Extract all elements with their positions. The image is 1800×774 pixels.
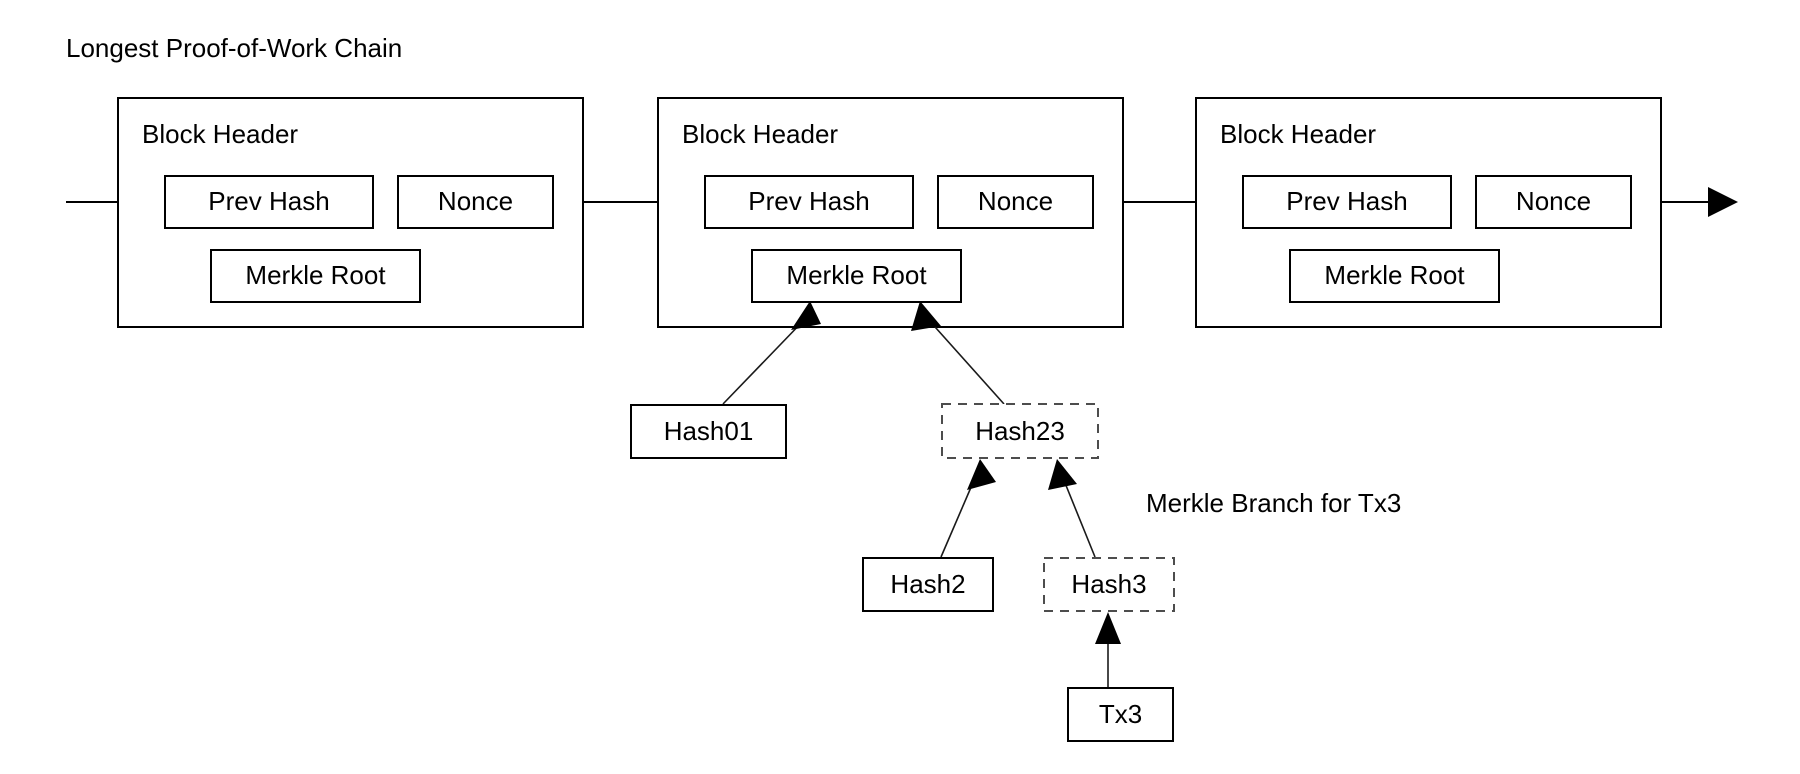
- merkle-node-tx3[interactable]: Tx3: [1067, 687, 1174, 742]
- branch-arrowhead-hash3-to-hash23: [1048, 459, 1077, 490]
- block-3[interactable]: Block Header Prev Hash Nonce Merkle Root: [1195, 97, 1662, 328]
- block-2-header-label: Block Header: [682, 119, 838, 149]
- block-1-header-label: Block Header: [142, 119, 298, 149]
- merkle-node-hash23[interactable]: Hash23: [941, 403, 1099, 459]
- block-2-prev-hash-box[interactable]: [704, 175, 914, 229]
- block-3-header-label: Block Header: [1220, 119, 1376, 149]
- block-1-prev-hash-box[interactable]: [164, 175, 374, 229]
- branch-arrowhead-hash01-to-merkle-root: [791, 301, 821, 330]
- block-3-merkle-root-box[interactable]: [1289, 249, 1500, 303]
- chain-arrowhead-outgoing: [1708, 187, 1738, 217]
- branch-arrowhead-hash23-to-merkle-root: [911, 301, 941, 331]
- branch-line-hash3-to-hash23: [1062, 477, 1096, 558]
- block-1-merkle-root-label: Merkle Root: [245, 260, 386, 290]
- branch-line-hash2-to-hash23: [940, 477, 976, 558]
- merkle-node-hash3[interactable]: Hash3: [1043, 557, 1175, 612]
- block-3-nonce-box[interactable]: [1475, 175, 1632, 229]
- branch-arrowhead-hash2-to-hash23: [967, 459, 996, 490]
- branch-line-hash01-to-merkle-root: [722, 317, 807, 405]
- hash01-box[interactable]: [630, 404, 787, 459]
- merkle-branch-annotation: Merkle Branch for Tx3: [1146, 488, 1401, 518]
- block-2-nonce-label: Nonce: [978, 186, 1053, 216]
- branch-line-hash23-to-merkle-root: [926, 317, 1005, 405]
- block-1[interactable]: Block Header Prev Hash Nonce Merkle Root: [117, 97, 584, 328]
- tx3-box[interactable]: [1067, 687, 1174, 742]
- block-2-merkle-root-label: Merkle Root: [786, 260, 927, 290]
- block-2-merkle-root-box[interactable]: [751, 249, 962, 303]
- diagram-title: Longest Proof-of-Work Chain: [66, 33, 402, 63]
- merkle-node-hash2[interactable]: Hash2: [862, 557, 994, 612]
- block-3-nonce-label: Nonce: [1516, 186, 1591, 216]
- block-2[interactable]: Block Header Prev Hash Nonce Merkle Root: [657, 97, 1124, 328]
- block-2-prev-hash-label: Prev Hash: [748, 186, 869, 216]
- block-3-prev-hash-label: Prev Hash: [1286, 186, 1407, 216]
- block-1-nonce-box[interactable]: [397, 175, 554, 229]
- hash2-label: Hash2: [890, 569, 965, 599]
- tx3-label: Tx3: [1099, 699, 1142, 729]
- branch-arrowhead-tx3-to-hash3: [1095, 612, 1121, 644]
- hash2-box[interactable]: [862, 557, 994, 612]
- block-1-nonce-label: Nonce: [438, 186, 513, 216]
- hash23-box[interactable]: [941, 403, 1099, 459]
- block-2-nonce-box[interactable]: [937, 175, 1094, 229]
- hash3-label: Hash3: [1071, 569, 1146, 599]
- block-1-merkle-root-box[interactable]: [210, 249, 421, 303]
- hash23-label: Hash23: [975, 416, 1065, 446]
- block-3-prev-hash-box[interactable]: [1242, 175, 1452, 229]
- block-3-merkle-root-label: Merkle Root: [1324, 260, 1465, 290]
- block-1-prev-hash-label: Prev Hash: [208, 186, 329, 216]
- hash3-box[interactable]: [1043, 557, 1175, 612]
- merkle-node-hash01[interactable]: Hash01: [630, 404, 787, 459]
- hash01-label: Hash01: [664, 416, 754, 446]
